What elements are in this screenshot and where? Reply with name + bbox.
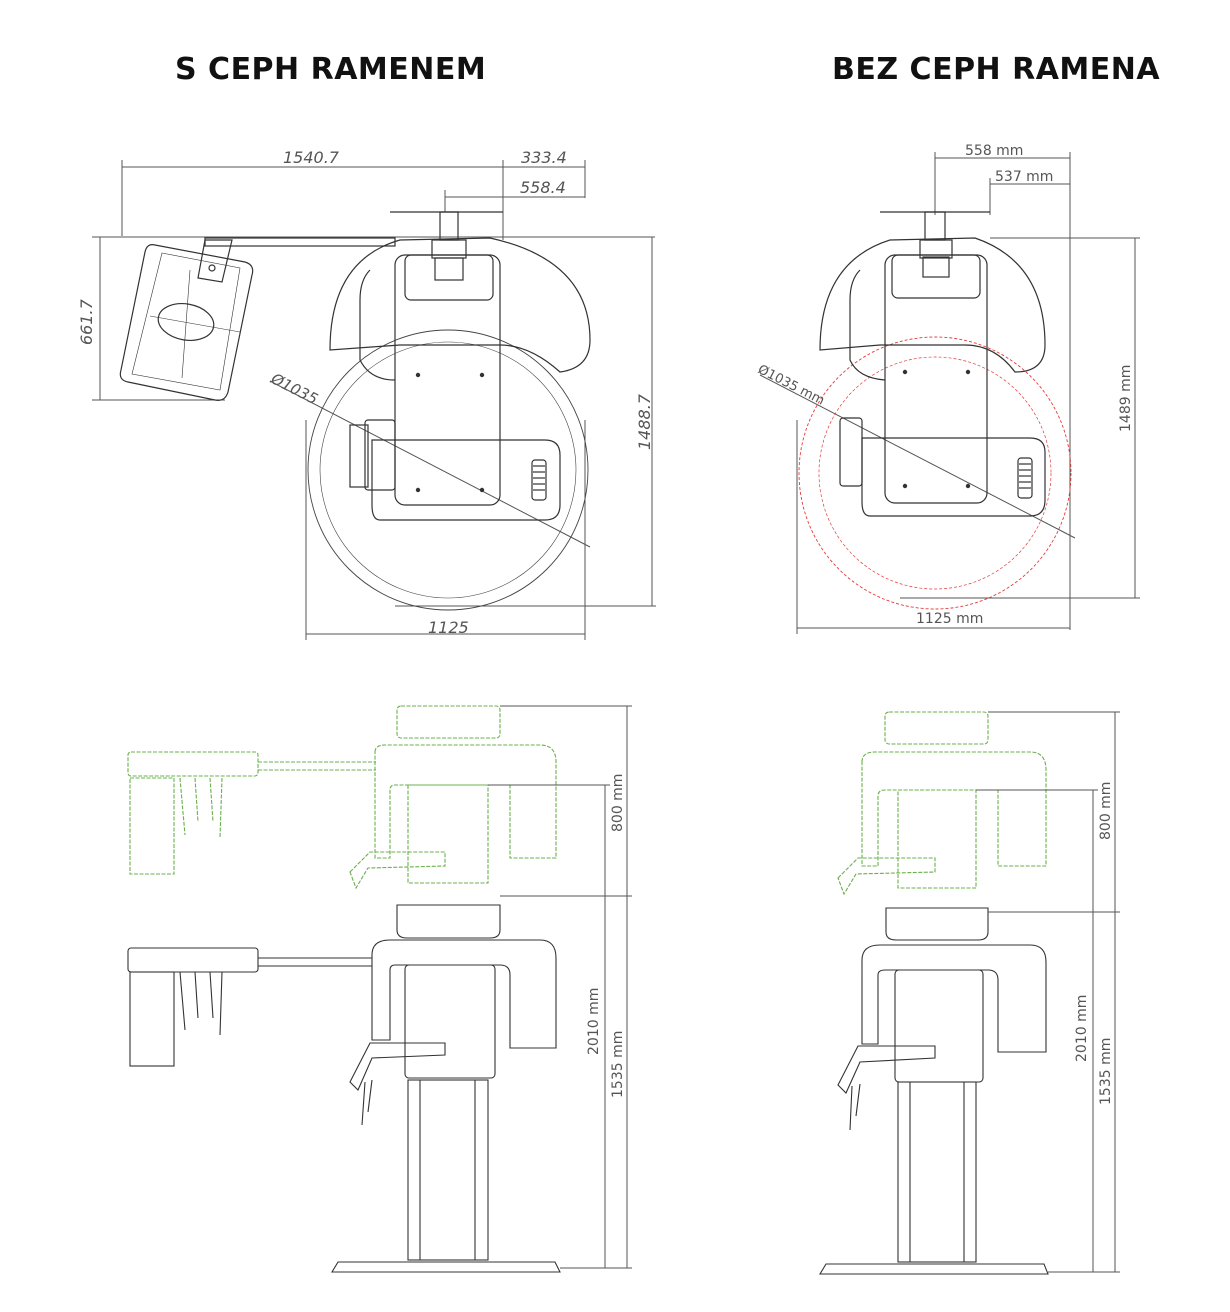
dim-base-width: 1125 <box>428 618 469 637</box>
dim-travel-right: 800 mm <box>1098 782 1114 840</box>
heading-without-ceph-arm: BEZ CEPH RAMENA <box>832 52 1161 87</box>
unit-lowered-position-right <box>819 907 1049 1275</box>
left-side-dimension-lines <box>488 705 632 1269</box>
dim-min-height: 1535 mm <box>610 1031 626 1098</box>
dim-width-b: 537 mm <box>995 169 1053 185</box>
dim-column-width: 558.4 <box>520 178 566 197</box>
heading-with-ceph-arm: S CEPH RAMENEM <box>175 52 487 87</box>
dim-depth-right: 1489 mm <box>1118 365 1134 432</box>
unit-lowered-position <box>127 904 561 1273</box>
dim-overall-width: 1540.7 <box>283 148 340 167</box>
top-view-with-ceph <box>92 160 656 640</box>
dim-width-a: 558 mm <box>965 143 1023 159</box>
left-top-dimension-lines <box>92 160 656 640</box>
right-side-dimension-lines <box>976 711 1120 1273</box>
ghost-raised-position-right <box>837 711 1047 896</box>
dim-min-height-right: 1535 mm <box>1098 1038 1114 1105</box>
ceph-plate-outline <box>119 244 254 401</box>
side-view-with-ceph <box>127 705 632 1273</box>
dim-rotation-diameter-right: Ø1035 mm <box>755 362 827 408</box>
side-view-without-ceph <box>819 711 1120 1275</box>
right-top-dimension-lines <box>759 152 1140 634</box>
dim-max-height-right: 2010 mm <box>1074 995 1090 1062</box>
ghost-raised-position <box>127 705 557 890</box>
dim-max-height: 2010 mm <box>586 988 602 1055</box>
dim-ceph-height: 661.7 <box>77 298 96 345</box>
dim-base-width-right: 1125 mm <box>916 611 983 627</box>
dim-travel: 800 mm <box>610 774 626 832</box>
dim-rotation-diameter: Ø1035 <box>267 369 321 408</box>
dim-depth: 1488.7 <box>635 393 654 450</box>
top-view-without-ceph <box>759 152 1140 634</box>
dim-arm-offset: 333.4 <box>521 148 567 167</box>
